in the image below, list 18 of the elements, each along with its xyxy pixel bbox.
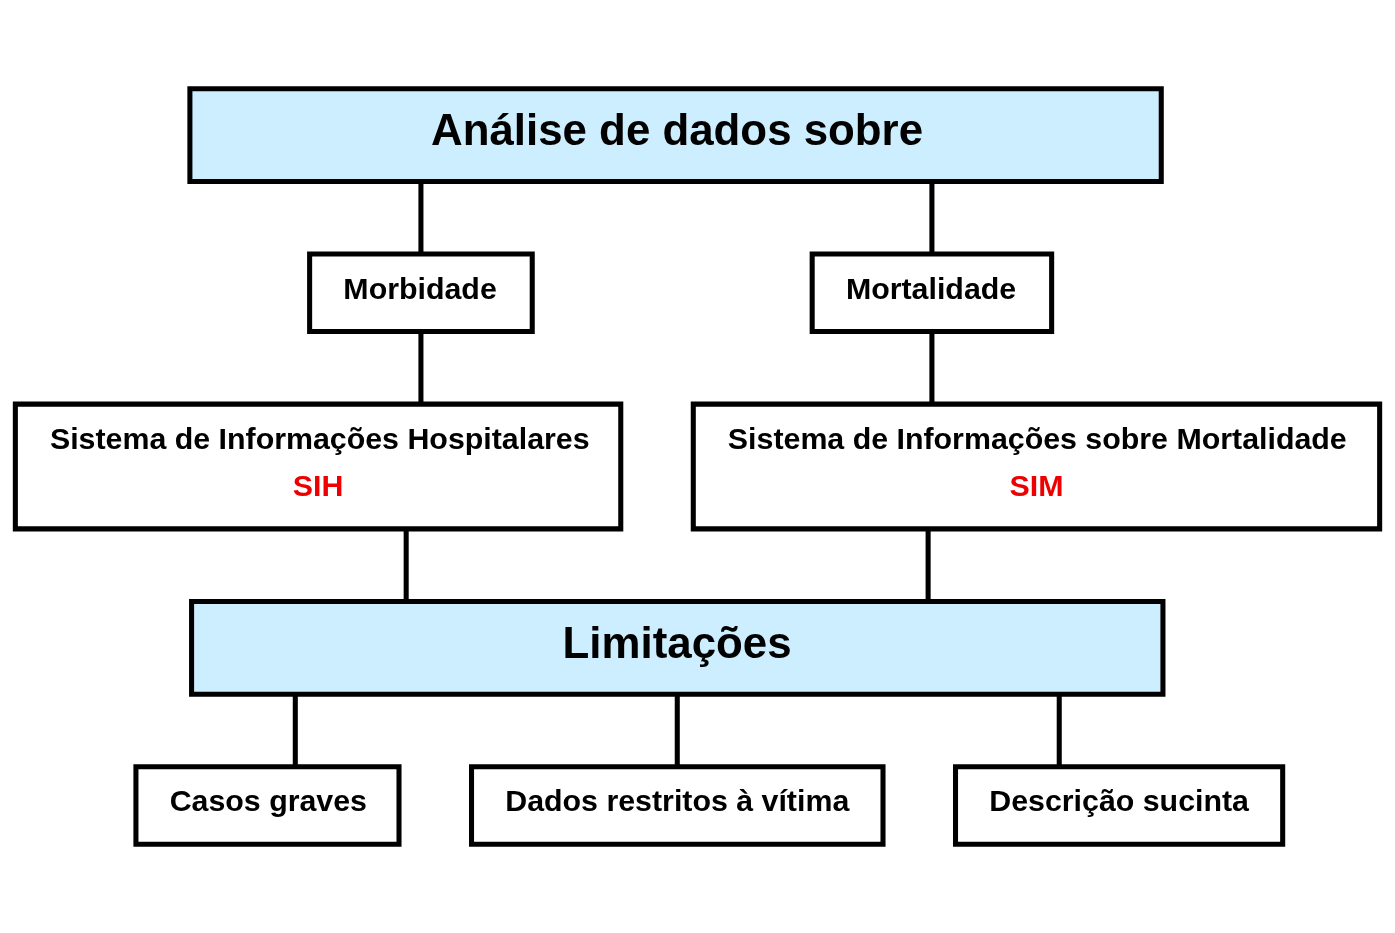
connector — [418, 181, 424, 254]
node-box: Análise de dados sobre — [187, 86, 1164, 185]
node-box: Sistema de Informações Hospitalares SIH — [12, 401, 624, 532]
connector — [403, 529, 409, 601]
connector — [925, 529, 931, 601]
node-box: Descrição sucinta — [953, 764, 1286, 847]
node-box: Limitações — [189, 598, 1166, 697]
node-box: Dados restritos à vítima — [469, 764, 886, 847]
node-box: Mortalidade — [809, 251, 1055, 335]
connector — [929, 331, 935, 404]
connector — [292, 694, 298, 767]
connector — [929, 181, 935, 254]
connector — [674, 694, 680, 767]
node-box: Sistema de Informações sobre Mortalidade SIM — [690, 401, 1383, 532]
connector — [1056, 694, 1062, 767]
connector — [418, 331, 424, 404]
node-box: Morbidade — [307, 251, 535, 335]
node-box: Casos graves — [133, 764, 402, 847]
